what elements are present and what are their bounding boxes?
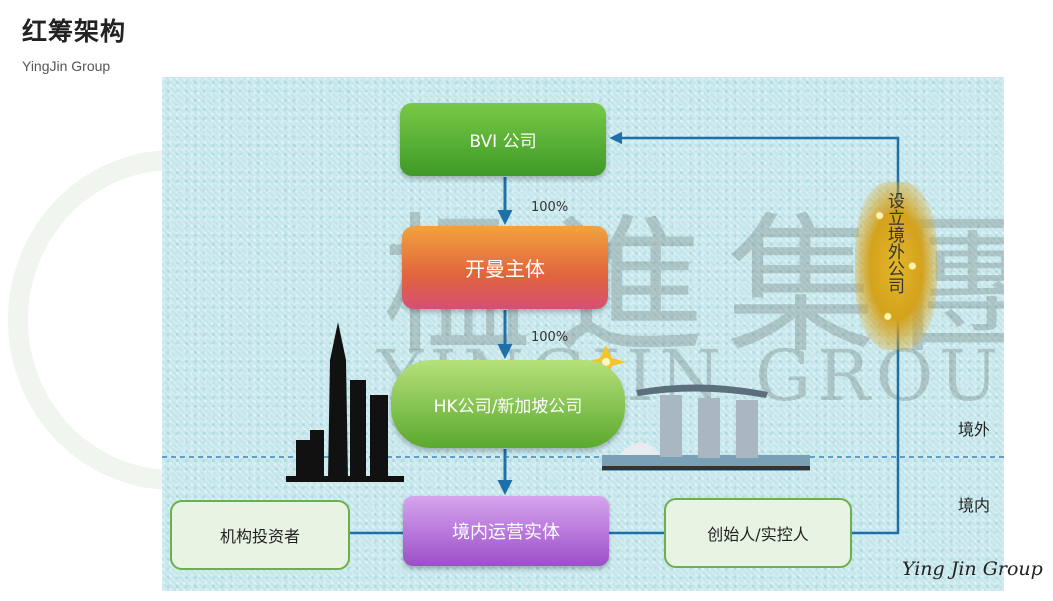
node-hk-singapore-company: HK公司/新加坡公司 <box>391 360 625 448</box>
signature: Ying Jin Group <box>902 558 1043 580</box>
node-cayman-entity: 开曼主体 <box>402 226 608 309</box>
node-institutional-investors: 机构投资者 <box>170 500 350 570</box>
gold-glitter-decoration <box>855 182 937 350</box>
arrow-founder-to-bvi <box>609 131 900 535</box>
region-label-offshore: 境外 <box>958 420 991 439</box>
edge-label-bvi-cayman: 100% <box>531 200 569 215</box>
page-subtitle: YingJin Group <box>22 58 111 74</box>
node-onshore-operating-entity: 境内运营实体 <box>403 496 609 566</box>
node-founder-controller: 创始人/实控人 <box>664 498 852 568</box>
node-bvi-company: BVI 公司 <box>400 103 606 176</box>
city-skyline-icon <box>286 322 404 482</box>
page-title: 红筹架构 <box>22 17 127 46</box>
edge-label-cayman-hk: 100% <box>531 330 569 345</box>
region-label-onshore: 境内 <box>958 496 991 515</box>
offshore-setup-label: 设立境外公司 <box>884 192 904 294</box>
marina-bay-sands-icon <box>602 384 810 471</box>
